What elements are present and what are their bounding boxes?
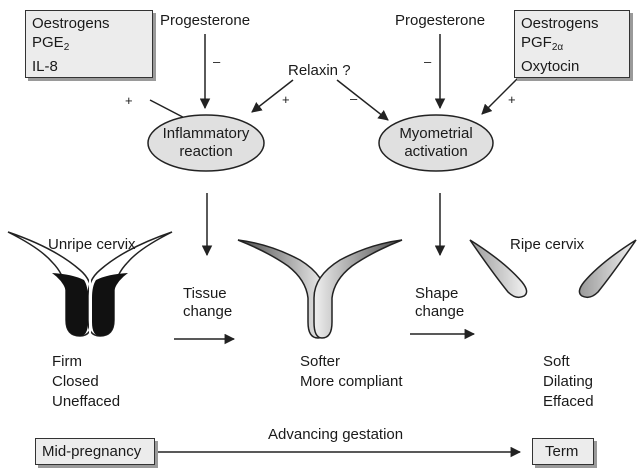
sign-progesterone-left: –: [213, 55, 220, 69]
inflammatory-reaction-label: Inflammatory reaction: [148, 125, 264, 161]
sign-progesterone-right: –: [424, 55, 431, 69]
myometrial-line1: Myometrial: [379, 125, 493, 143]
right-box-line2: PGF2α: [521, 33, 599, 57]
unripe-state-description: Firm Closed Uneffaced: [52, 352, 120, 412]
tissue-change-label: Tissue change: [183, 285, 232, 321]
ripe-state-soft: Soft: [543, 352, 594, 372]
left-box-line1: Oestrogens: [32, 14, 110, 33]
progesterone-right-label: Progesterone: [395, 12, 485, 30]
ripe-state-effaced: Effaced: [543, 392, 594, 412]
ripe-state-dilating: Dilating: [543, 372, 594, 392]
left-box-line3: IL-8: [32, 57, 110, 76]
right-box-line3: Oxytocin: [521, 57, 599, 76]
arrow-relaxin-to-myometrial: [337, 80, 388, 120]
middle-state-compliant: More compliant: [300, 372, 403, 392]
ripe-state-description: Soft Dilating Effaced: [543, 352, 594, 412]
softer-cervix-shape: [238, 240, 402, 338]
unripe-state-closed: Closed: [52, 372, 120, 392]
unripe-state-uneffaced: Uneffaced: [52, 392, 120, 412]
sign-relaxin-left: +: [282, 93, 290, 107]
shape-line1: Shape: [415, 285, 464, 303]
sign-oestrogen-right: +: [508, 93, 516, 107]
middle-state-softer: Softer: [300, 352, 403, 372]
inflammatory-line1: Inflammatory: [148, 125, 264, 143]
right-regulators-box: Oestrogens PGF2α Oxytocin: [514, 10, 630, 78]
right-box-pgf-sub: 2α: [552, 42, 563, 53]
left-box-pge-sub: 2: [64, 42, 70, 53]
term-box: Term: [532, 438, 594, 465]
left-regulators-box: Oestrogens PGE2 IL-8: [25, 10, 153, 78]
mid-pregnancy-label: Mid-pregnancy: [42, 442, 141, 461]
myometrial-line2: activation: [379, 143, 493, 161]
sign-oestrogen-left: +: [125, 94, 133, 108]
mid-pregnancy-box: Mid-pregnancy: [35, 438, 155, 465]
progesterone-left-label: Progesterone: [160, 12, 250, 30]
ripe-cervix-label: Ripe cervix: [510, 236, 584, 254]
relaxin-label: Relaxin ?: [288, 62, 351, 80]
advancing-gestation-label: Advancing gestation: [268, 426, 403, 444]
sign-relaxin-right: –: [350, 92, 357, 106]
myometrial-activation-label: Myometrial activation: [379, 125, 493, 161]
unripe-cervix-label: Unripe cervix: [48, 236, 136, 254]
left-box-line2: PGE2: [32, 33, 110, 57]
shape-line2: change: [415, 303, 464, 321]
left-box-pge: PGE: [32, 34, 64, 51]
right-box-line1: Oestrogens: [521, 14, 599, 33]
term-label: Term: [545, 442, 578, 461]
tissue-line2: change: [183, 303, 232, 321]
tissue-line1: Tissue: [183, 285, 232, 303]
unripe-state-firm: Firm: [52, 352, 120, 372]
right-box-pgf: PGF: [521, 34, 552, 51]
shape-change-label: Shape change: [415, 285, 464, 321]
inflammatory-line2: reaction: [148, 143, 264, 161]
middle-state-description: Softer More compliant: [300, 352, 403, 392]
